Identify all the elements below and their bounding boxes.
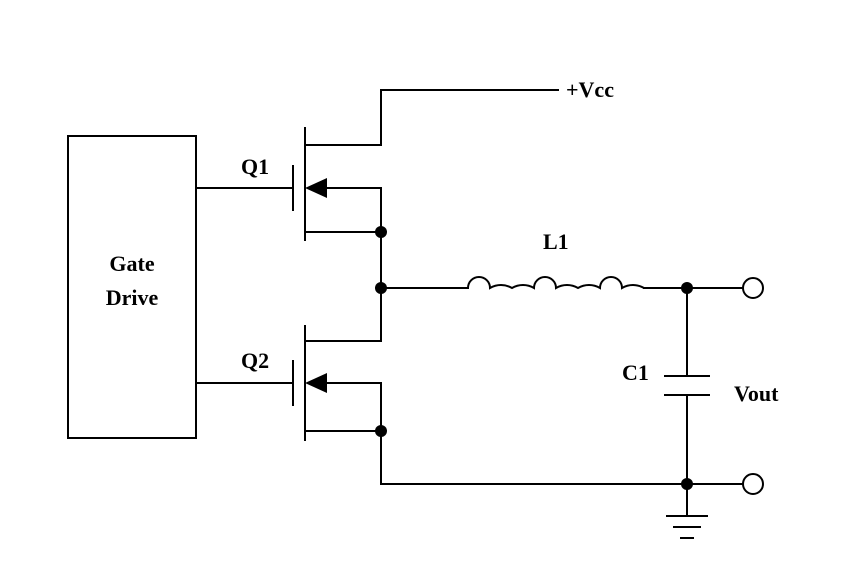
junction-ground: [681, 478, 693, 490]
junction-switch-node: [375, 282, 387, 294]
q1-label: Q1: [241, 154, 269, 179]
inductor-l1: [467, 276, 645, 290]
vcc-label: +Vcc: [566, 77, 614, 102]
l1-label: L1: [543, 229, 569, 254]
vout-terminal-negative: [742, 473, 764, 495]
gate-drive-block: [67, 135, 197, 439]
q1-body-arrow: [305, 178, 327, 198]
gate-drive-label-line2: Drive: [106, 285, 159, 310]
gate-drive-label-line1: Gate: [109, 251, 154, 276]
junction-q1-source: [375, 226, 387, 238]
q2-label: Q2: [241, 348, 269, 373]
vout-terminal-positive: [742, 277, 764, 299]
junction-output: [681, 282, 693, 294]
c1-label: C1: [622, 360, 649, 385]
junction-q2-source: [375, 425, 387, 437]
vout-label: Vout: [734, 381, 779, 406]
q2-body-arrow: [305, 373, 327, 393]
